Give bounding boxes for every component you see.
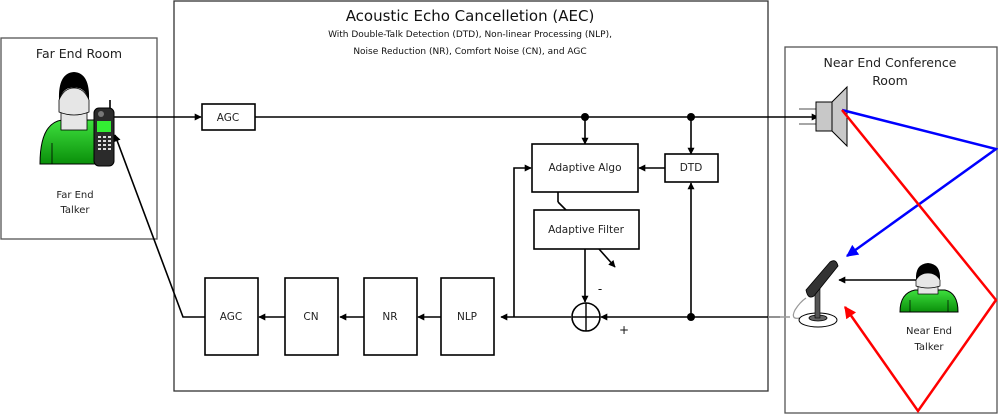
nr-block: NR — [363, 277, 418, 356]
microphone-icon — [792, 260, 839, 328]
nlp-label: NLP — [457, 311, 477, 323]
aec-subtitle-line2: Noise Reduction (NR), Comfort Noise (CN)… — [353, 47, 586, 57]
far-end-talker: Far End Talker — [39, 72, 115, 216]
algo-to-filter-wire — [557, 201, 567, 211]
cellphone-icon — [93, 100, 115, 167]
agc-in-label: AGC — [217, 112, 239, 124]
near-end-talker-line2: Talker — [913, 342, 944, 353]
adaptive-algo-block: Adaptive Algo — [531, 143, 639, 193]
adaptive-filter-block: Adaptive Filter — [533, 209, 640, 250]
adaptive-filter-label: Adaptive Filter — [548, 224, 624, 236]
summer-node — [571, 302, 601, 332]
dtd-label: DTD — [680, 162, 703, 174]
far-end-room: Far End Room — [0, 37, 158, 240]
aec-subtitle-line1: With Double-Talk Detection (DTD), Non-li… — [328, 30, 612, 40]
summer-plus-sign: + — [619, 323, 629, 337]
adaptive-algo-label: Adaptive Algo — [549, 162, 622, 174]
far-end-talker-line1: Far End — [56, 190, 93, 201]
nlp-block: NLP — [440, 277, 495, 356]
error-to-algo-wire — [513, 164, 532, 317]
nr-label: NR — [382, 311, 397, 323]
far-end-talker-line2: Talker — [59, 205, 90, 216]
cn-label: CN — [303, 311, 318, 323]
summer-minus-sign: - — [598, 282, 602, 296]
near-end-room-label-line2: Room — [872, 73, 908, 88]
agc-to-far-end-wire — [113, 134, 205, 318]
far-end-room-label: Far End Room — [36, 46, 122, 61]
filter-adapt-arrow — [598, 248, 616, 268]
person-icon — [899, 263, 959, 313]
cn-block: CN — [284, 277, 339, 356]
near-end-room-label-line1: Near End Conference — [824, 55, 957, 70]
near-end-talker-line1: Near End — [906, 326, 952, 337]
agc-in-block: AGC — [201, 103, 256, 131]
near-end-talker: Near End Talker — [899, 263, 959, 353]
direct-echo-path — [841, 108, 998, 258]
dtd-block: DTD — [664, 153, 719, 183]
loudspeaker-icon — [799, 85, 848, 148]
agc-out-label: AGC — [220, 311, 242, 323]
aec-title: Acoustic Echo Cancelletion (AEC) — [346, 7, 595, 25]
reflected-echo-path — [841, 109, 998, 414]
agc-out-block: AGC — [204, 277, 259, 356]
